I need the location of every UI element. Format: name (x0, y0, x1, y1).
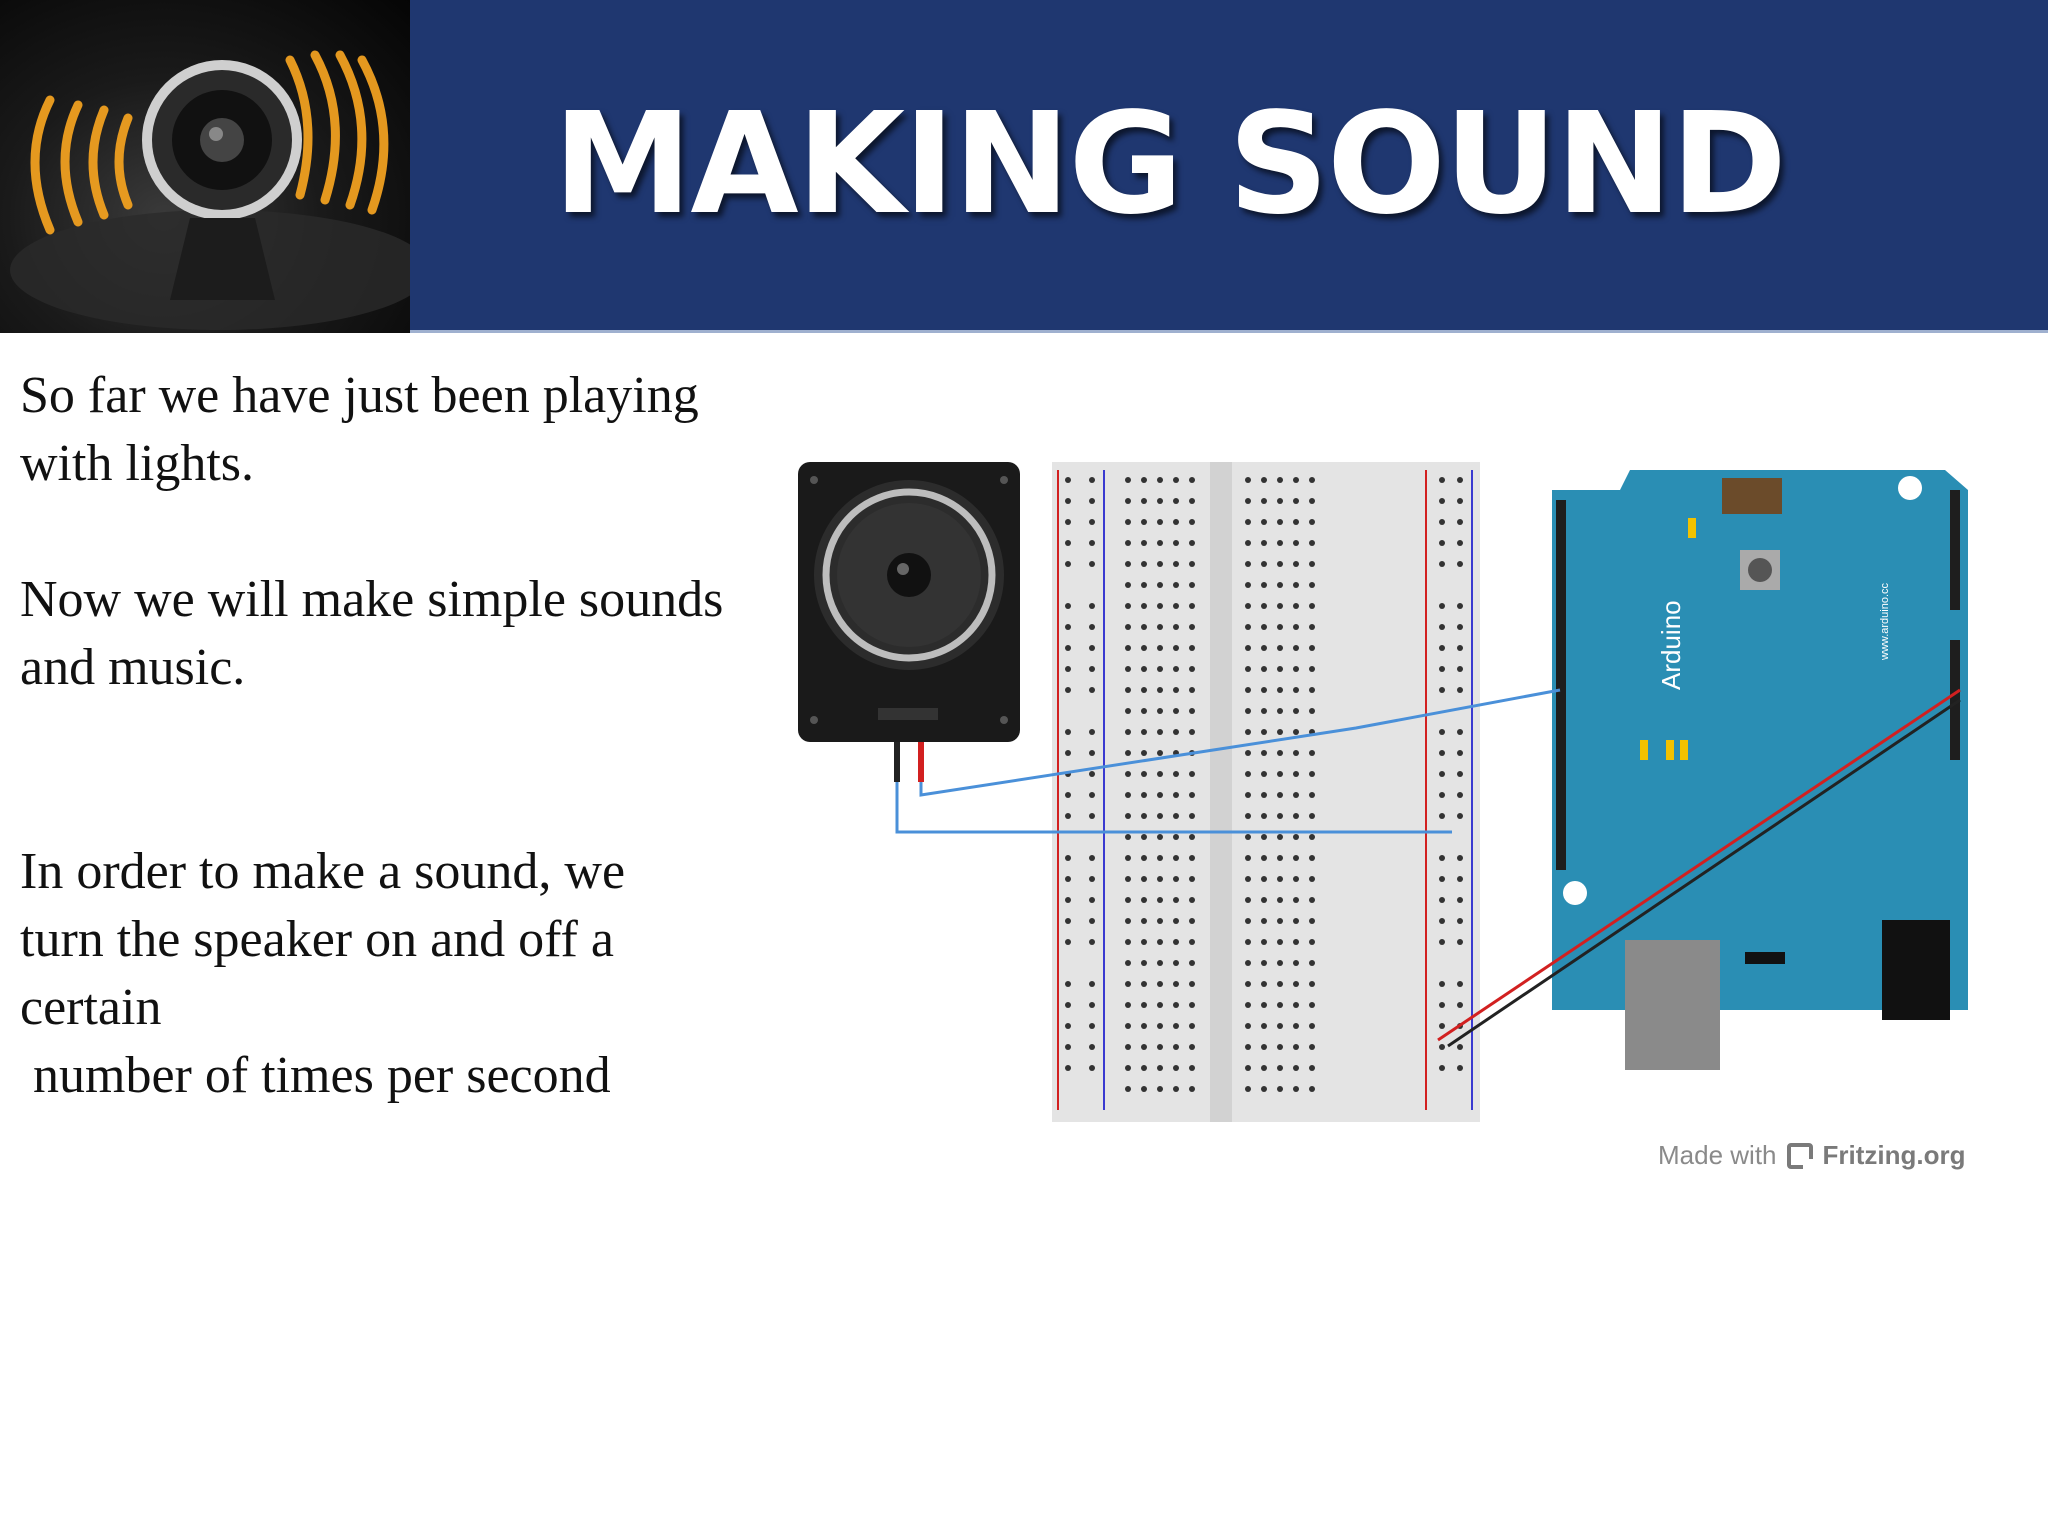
slide-title: MAKING SOUND (553, 83, 1787, 246)
credit-prefix: Made with (1658, 1140, 1777, 1170)
line-1: In order to make a sound, we (20, 843, 626, 900)
line-4: number of times per second (20, 1047, 611, 1104)
slide-header: MAKING SOUND (0, 0, 2048, 333)
speaker-sound-waves-icon (0, 0, 410, 333)
speaker-illustration (10, 50, 410, 330)
paragraph-lights: So far we have just been playing with li… (20, 367, 699, 492)
signal-wire (919, 688, 1561, 797)
credit-brand: Fritzing.org (1822, 1140, 1966, 1170)
ground-wire (1447, 698, 1961, 1048)
paragraph-how-sound: In order to make a sound, we turn the sp… (20, 838, 740, 1110)
line-2: turn the speaker on and off a (20, 911, 614, 968)
fritzing-logo-icon (1786, 1142, 1813, 1169)
fritzing-credit: Made with Fritzing.org (1658, 1140, 1965, 1171)
arduino-website-label: www.arduino.cc (1879, 582, 1891, 661)
arduino-label: Arduino (1656, 600, 1686, 690)
wires (895, 688, 1961, 1048)
circuit-diagram: Arduino www.arduino.cc (798, 462, 1968, 1122)
speaker-module (798, 462, 1020, 782)
line-3: certain (20, 979, 162, 1036)
paragraph-sounds: Now we will make simple sounds and music… (20, 571, 724, 696)
power-wire (1437, 688, 1961, 1042)
arduino-board: Arduino www.arduino.cc (1552, 470, 1968, 1070)
ground-wire-speaker (895, 782, 1452, 834)
body-text: So far we have just been playing with li… (20, 362, 740, 1110)
breadboard (1052, 462, 1480, 1122)
